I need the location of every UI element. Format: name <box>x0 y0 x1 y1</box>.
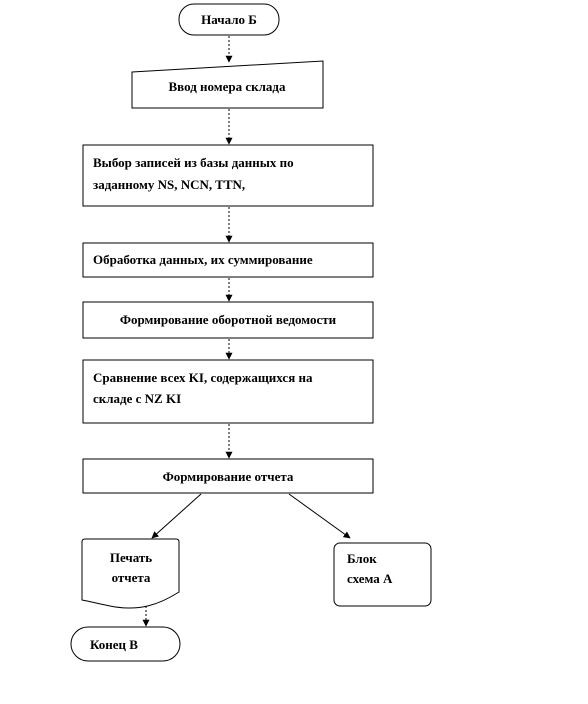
form-report-label: Формирование отчета <box>163 469 294 484</box>
input-warehouse-number: Ввод номера склада <box>131 60 324 109</box>
start-label: Начало Б <box>201 12 257 27</box>
compare-label-line2: складе с NZ KI <box>93 391 181 406</box>
block-scheme-a: Блок схема А <box>333 542 432 607</box>
start-terminator: Начало Б <box>178 3 280 36</box>
select-label-line2: заданному NS, NCN, TTN, <box>93 177 245 192</box>
process-label: Обработка данных, их суммирование <box>93 252 313 267</box>
compare-process: Сравнение всех KI, содержащихся на склад… <box>82 359 374 424</box>
form-report-process: Формирование отчета <box>82 458 374 494</box>
print-label-line1: Печать <box>110 550 152 565</box>
input-label: Ввод номера склада <box>168 79 286 94</box>
block-label-line2: схема А <box>347 571 393 586</box>
process-data: Обработка данных, их суммирование <box>82 242 374 278</box>
form-statement-label: Формирование оборотной ведомости <box>120 312 337 327</box>
end-terminator: Конец В <box>70 626 181 662</box>
select-records-process: Выбор записей из базы данных по заданном… <box>82 144 374 207</box>
print-report-document: Печать отчета <box>81 538 180 609</box>
connector-report-print <box>151 493 202 539</box>
end-label: Конец В <box>90 637 138 652</box>
block-label-line1: Блок <box>347 551 377 566</box>
select-label-line1: Выбор записей из базы данных по <box>93 155 294 170</box>
compare-label-line1: Сравнение всех KI, содержащихся на <box>93 370 313 385</box>
connector-report-block <box>288 493 351 539</box>
form-statement-process: Формирование оборотной ведомости <box>82 301 374 339</box>
print-label-line2: отчета <box>112 570 151 585</box>
